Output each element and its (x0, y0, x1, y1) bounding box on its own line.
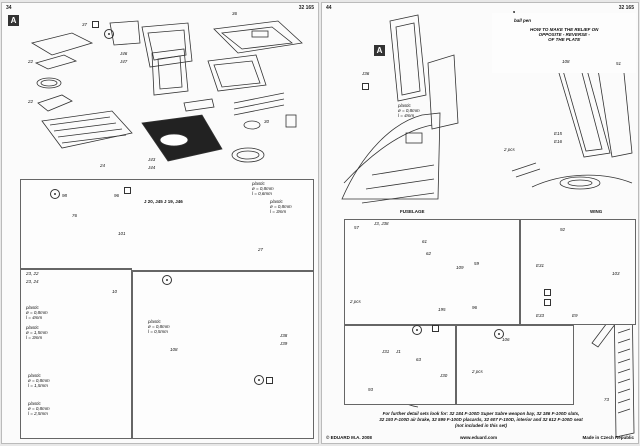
part-label: E31 (536, 263, 545, 268)
part-label: J47 (120, 59, 128, 64)
part-label: J3, J38 (374, 221, 389, 226)
website: www.eduard.com (460, 435, 498, 440)
part-label: J31 (382, 349, 390, 354)
part-number: 57 (354, 225, 360, 230)
part-number: 59 (474, 261, 480, 266)
step-panel-left-bottom (20, 269, 132, 439)
wing-label: WING (590, 209, 603, 214)
plastic-note: plastic ø = 0,8mm l = 1,5mm (28, 373, 50, 388)
plastic-note: plastic ø = 0,8mm l = 0,6mm (252, 181, 274, 196)
part-number: 108 (170, 347, 178, 352)
part-label: J36 (362, 71, 370, 76)
part-number: 10 (112, 289, 118, 294)
part-label: J30 (440, 373, 448, 378)
left-set-code: 32 165 (298, 5, 314, 11)
step-panel-right-bottom (132, 271, 314, 439)
ref-box (362, 83, 369, 90)
left-page: 34 32 165 A (1, 2, 319, 444)
part-number: 76 (72, 213, 78, 218)
ref-box (544, 289, 551, 296)
step-panel-right-mid-left (344, 219, 520, 325)
two-pcs-label: 2 pcs (504, 147, 515, 152)
part-number: 73 (604, 397, 610, 402)
part-number: 22 (28, 99, 34, 104)
part-number: 23, 24 (26, 279, 39, 284)
step-panel-right-bottom-mid (456, 325, 574, 405)
footer-line-1: For further detail sets look for: 32 184… (382, 411, 580, 416)
bend-icon (162, 275, 172, 285)
part-number: 30 (264, 119, 270, 124)
part-number: 96 (472, 305, 478, 310)
plastic-note: plastic ø = 0,8mm l = 3mm (270, 199, 292, 214)
part-number: 101 (118, 231, 126, 236)
step-panel-right-bottom-left (344, 325, 456, 405)
fuselage-label: FUSELAGE (400, 209, 425, 214)
part-number: 98 (62, 193, 68, 198)
part-number: 62 (426, 251, 432, 256)
part-number: 36 (232, 11, 238, 16)
part-number: 22 (28, 59, 34, 64)
ref-box (432, 325, 439, 332)
part-label: E15 (554, 131, 563, 136)
part-number: 51 (616, 61, 622, 66)
plastic-note: plastic ø = 0,8mm l = 2,5mm (28, 401, 50, 416)
part-number: 61 (422, 239, 428, 244)
plastic-note: plastic ø = 1,5mm l = 3mm (26, 325, 48, 340)
part-number: 96 (114, 193, 120, 198)
plastic-note: plastic ø = 0,8mm l = 0,5mm (148, 319, 170, 334)
part-label: J44 (148, 165, 156, 170)
bend-icon (412, 325, 422, 335)
part-number: 37 (82, 22, 88, 27)
part-number: 109 (456, 265, 464, 270)
part-label: E33 (536, 313, 545, 318)
part-label: J38 (280, 333, 288, 338)
section-badge-a: A (8, 15, 19, 26)
footer-line-3: (not included in this set) (455, 423, 507, 428)
part-number: 23, 22 (26, 271, 39, 276)
right-set-code: 32 165 (618, 5, 634, 11)
part-label: J46 (120, 51, 128, 56)
part-number: 108 (562, 59, 570, 64)
part-label: J39 (280, 341, 288, 346)
j-list-label: J 20, J45 J 19, J46 (144, 199, 183, 204)
bend-icon (50, 189, 60, 199)
bend-icon (254, 375, 264, 385)
two-pcs-label-c: 2 pcs (472, 369, 483, 374)
section-badge-a-right: A (374, 45, 385, 56)
part-label: E16 (554, 139, 563, 144)
relief-panel (492, 13, 636, 73)
left-page-number: 34 (6, 5, 12, 11)
ball-pen-label: ball pen (514, 18, 532, 23)
bend-icon (494, 329, 504, 339)
right-page-number: 44 (326, 5, 332, 11)
plastic-note: plastic ø = 0,8mm l = 4mm (26, 305, 48, 320)
part-number: 106 (502, 337, 510, 342)
step-panel-right-mid-right (520, 219, 636, 325)
part-label: J43 (148, 157, 156, 162)
part-number: 92 (560, 227, 566, 232)
part-number: 103 (612, 271, 620, 276)
part-label: E9 (572, 313, 578, 318)
copyright: © EDUARD M.A. 2008 (326, 435, 372, 440)
plastic-note-right: plastic ø = 0,8mm l = 4mm (398, 103, 420, 118)
ref-box (124, 187, 131, 194)
part-number: 24 (100, 163, 106, 168)
relief-instructions: HOW TO MAKE THE RELIEF ON OPPOSITE - REV… (530, 27, 599, 42)
part-label: J1 (396, 349, 401, 354)
part-number: 27 (258, 247, 264, 252)
bend-icon (104, 29, 114, 39)
ref-box (92, 21, 99, 28)
right-page: 44 32 165 A (321, 2, 639, 444)
ref-box (266, 377, 273, 384)
part-number: 195 (438, 307, 446, 312)
two-pcs-label-b: 2 pcs (350, 299, 361, 304)
part-number: 93 (368, 387, 374, 392)
footer-line-2: 32 193 F-100D air brake, 32 599 F-100D p… (379, 417, 583, 422)
step-panel-right-mid (132, 179, 314, 271)
made-in: Made in Czech Republic (582, 435, 634, 440)
ref-box (544, 299, 551, 306)
part-number: 63 (416, 357, 422, 362)
